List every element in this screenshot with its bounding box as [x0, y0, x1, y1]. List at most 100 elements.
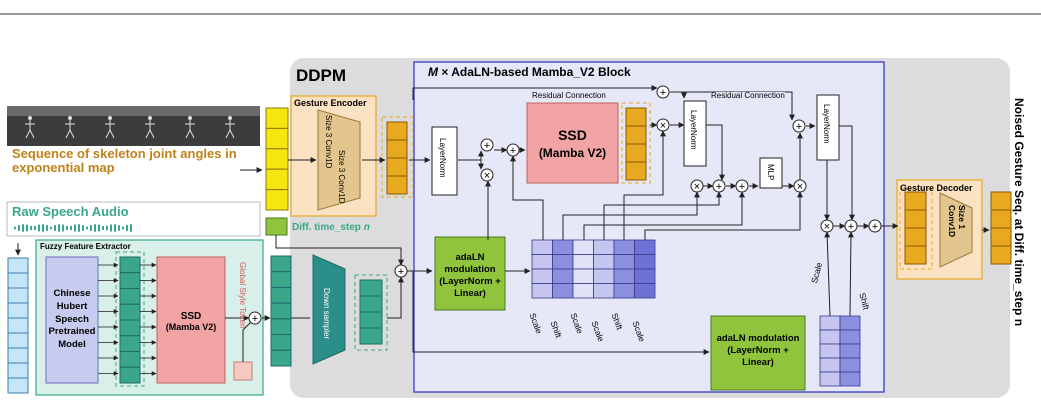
scale-shift-grid-1: [531, 239, 656, 299]
op-symbol: +: [739, 181, 745, 193]
grid-cell: [613, 268, 635, 284]
ssd-output-column: [625, 107, 647, 181]
wave-bar: [106, 225, 108, 231]
connector: [412, 271, 710, 355]
wave-bar: [86, 226, 88, 230]
column-cell: [7, 257, 29, 274]
skeleton-head: [68, 116, 72, 120]
adaln-1-label: adaLN modulation (LayerNorm + Linear): [439, 252, 501, 299]
output-label: Noised Gesture Seq. at Diff. time_step n: [1012, 98, 1026, 327]
op-symbol: ×: [694, 181, 700, 193]
grid-cell: [593, 268, 615, 284]
skeleton-figure: [105, 120, 115, 139]
wave-bar: [102, 225, 104, 231]
column-cell: [625, 125, 647, 145]
output-column: [990, 191, 1012, 265]
grid-cell: [572, 254, 594, 270]
teal-column-2: [270, 255, 292, 367]
encoded-column: [386, 121, 408, 195]
speech-feature-column: [7, 257, 29, 394]
op-symbol: +: [716, 181, 722, 193]
column-cell: [7, 317, 29, 334]
column-cell: [386, 157, 408, 177]
column-cell: [7, 332, 29, 349]
wave-bar: [62, 224, 64, 232]
residual-label-1: Residual Connection: [532, 91, 606, 101]
column-cell: [265, 189, 289, 211]
skeleton-figure: [225, 120, 235, 139]
encoder-conv-label-2: Size 3 Conv1D: [337, 150, 346, 204]
grid-cell: [552, 254, 574, 270]
grid-cell: [552, 283, 574, 299]
grid-cell: [531, 268, 553, 284]
op-symbol: ×: [824, 221, 830, 233]
grid-cell: [634, 268, 656, 284]
column-cell: [270, 255, 292, 273]
time-step-text: Diff. time_step: [292, 222, 364, 233]
layernorm-1-box: [431, 126, 458, 196]
mamba-title-rest: × AdaLN-based Mamba_V2 Block: [438, 65, 631, 79]
column-cell: [119, 351, 141, 368]
teal-column-3: [359, 279, 383, 345]
column-cell: [386, 175, 408, 195]
column-cell: [359, 327, 383, 345]
scale-shift-grid-2: [819, 315, 861, 387]
grid-cell: [572, 239, 594, 255]
ssd-sub: (Mamba V2): [538, 146, 607, 160]
adaln-1-box: [434, 236, 506, 311]
wave-bar: [82, 224, 84, 232]
column-cell: [904, 227, 927, 247]
column-cell: [7, 347, 29, 364]
skeleton-head: [108, 116, 112, 120]
grid-cell: [634, 283, 656, 299]
wave-bar: [38, 224, 40, 232]
down-sampler-label: Down sampler: [322, 288, 331, 340]
column-cell: [270, 271, 292, 288]
grid-cell: [839, 315, 861, 331]
column-cell: [990, 227, 1012, 247]
grid-cell: [572, 283, 594, 299]
mlp-label: MLP: [766, 164, 775, 181]
grid-cell: [839, 357, 861, 373]
grid-cell: [613, 254, 635, 270]
connector: [562, 191, 700, 240]
mamba-block-panel: [413, 61, 885, 393]
yellow-column: [265, 107, 289, 211]
op-symbol: +: [484, 140, 490, 152]
connector: [847, 231, 854, 317]
grid-cell: [531, 254, 553, 270]
connector: [839, 125, 855, 221]
grid-cell: [572, 268, 594, 284]
column-cell: [119, 335, 141, 352]
column-cell: [359, 295, 383, 313]
skeleton-head: [148, 116, 152, 120]
residual-label-2: Residual Connection: [711, 91, 785, 101]
connector: [603, 191, 722, 240]
skeleton-head: [28, 116, 32, 120]
wave-bar: [66, 225, 68, 231]
wave-bar: [30, 225, 32, 231]
column-cell: [7, 362, 29, 379]
wave-bar: [118, 224, 120, 232]
wave-bar: [122, 226, 124, 230]
grid-cell: [552, 268, 574, 284]
column-cell: [265, 107, 289, 129]
wave-bar: [18, 224, 20, 232]
ssd-title: SSD: [558, 127, 587, 143]
teal-column-1: [119, 256, 141, 384]
column-cell: [7, 302, 29, 319]
connector: [458, 159, 484, 170]
wave-bar: [58, 224, 60, 232]
column-cell: [270, 318, 292, 336]
column-cell: [990, 245, 1012, 265]
op-symbol: +: [398, 266, 404, 278]
encoder-conv-shape: [317, 109, 361, 211]
connector: [242, 321, 252, 362]
grid-cell: [819, 329, 841, 345]
skeleton-image: [7, 106, 260, 146]
mlp-box: [759, 157, 783, 189]
connector: [583, 191, 745, 240]
column-cell: [265, 148, 289, 170]
grid-cell: [593, 239, 615, 255]
